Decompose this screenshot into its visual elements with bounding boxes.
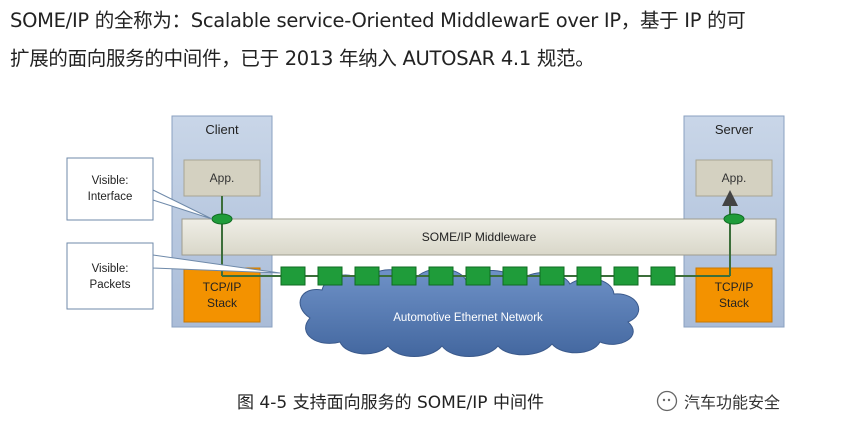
client-stack-line-1: TCP/IP — [203, 280, 242, 294]
callout-interface-line-2: Interface — [88, 191, 133, 203]
client-app-label: App. — [210, 171, 235, 185]
callout-packets-line-2: Packets — [90, 279, 131, 291]
server-label: Server — [715, 122, 754, 137]
server-stack-line-2: Stack — [719, 296, 750, 310]
packet — [428, 266, 454, 286]
intro-line-2: 扩展的面向服务的中间件，已于 2013 年纳入 AUTOSAR 4.1 规范。 — [10, 47, 595, 70]
packets — [280, 266, 676, 286]
network-label: Automotive Ethernet Network — [393, 312, 543, 324]
server-stack-box — [695, 267, 773, 323]
packet — [391, 266, 417, 286]
packet — [280, 266, 306, 286]
packet — [576, 266, 602, 286]
packet — [502, 266, 528, 286]
packet — [650, 266, 676, 286]
middleware-bar: SOME/IP Middleware — [181, 218, 777, 256]
server-interface-point — [723, 213, 745, 225]
packet — [613, 266, 639, 286]
client-interface-point — [211, 213, 233, 225]
packet — [354, 266, 380, 286]
figure-caption: 图 4-5 支持面向服务的 SOME/IP 中间件 — [237, 393, 544, 413]
callout-interface-line-1: Visible: — [92, 175, 129, 187]
packet — [317, 266, 343, 286]
callout-packets-line-1: Visible: — [92, 263, 129, 275]
wechat-logo-icon — [656, 390, 678, 412]
client-label: Client — [205, 122, 239, 137]
ethernet-cloud: Automotive Ethernet Network — [299, 268, 640, 357]
callout-packets: Visible: Packets — [66, 242, 281, 310]
middleware-label: SOME/IP Middleware — [422, 230, 537, 244]
client-stack-line-2: Stack — [207, 296, 238, 310]
intro-text: SOME/IP 的全称为：Scalable service-Oriented M… — [10, 2, 842, 78]
server-stack-line-1: TCP/IP — [715, 280, 754, 294]
server-app-label: App. — [722, 171, 747, 185]
intro-line-1: SOME/IP 的全称为：Scalable service-Oriented M… — [10, 9, 746, 32]
callout-interface: Visible: Interface — [66, 157, 213, 221]
packet — [465, 266, 491, 286]
packet — [539, 266, 565, 286]
watermark-text: 汽车功能安全 — [684, 393, 781, 412]
watermark: 汽车功能安全 — [656, 389, 780, 413]
